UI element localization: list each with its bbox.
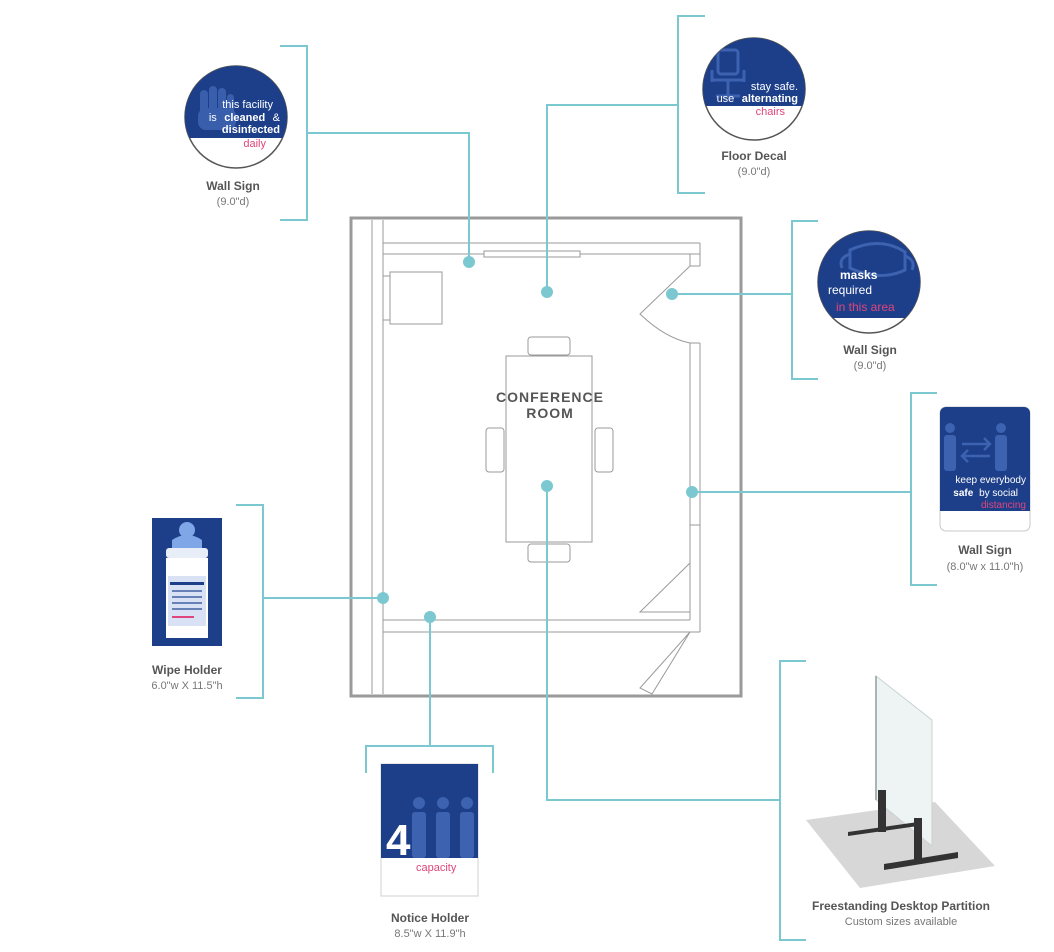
chair-left (485, 427, 505, 473)
wall-sign-3: keep everybody safe by social distancing… (939, 406, 1031, 573)
connector-wall-sign-1 (280, 45, 470, 262)
floor-plan: CONFERENCE ROOM (349, 216, 743, 698)
partition: Freestanding Desktop Partition Custom si… (806, 674, 995, 928)
dot-wall-sign-2 (666, 288, 678, 300)
dot-partition (541, 480, 553, 492)
fd-text-line2: use alternating (717, 89, 798, 106)
chair-right (594, 427, 614, 473)
ws2-title: Wall Sign (843, 343, 897, 357)
distancing-people-icon (944, 423, 1007, 471)
connector-notice-holder (365, 617, 494, 773)
connector-wipe-holder (236, 504, 383, 699)
wipe-size: 6.0"w X 11.5"h (151, 680, 222, 692)
ws1-title: Wall Sign (206, 179, 260, 193)
connector-partition (546, 486, 806, 941)
chair-top (527, 336, 571, 356)
connectors (236, 15, 937, 941)
conference-table (505, 355, 593, 543)
ws1-size: (9.0"d) (217, 196, 250, 208)
wipe-title: Wipe Holder (152, 663, 222, 677)
ws1-text-line1: this facility (222, 99, 273, 111)
partition-size: Custom sizes available (845, 916, 958, 928)
ws2-text-line1: masks (840, 268, 878, 282)
dot-wall-sign-3 (686, 486, 698, 498)
ws3-size: (8.0"w x 11.0"h) (947, 561, 1024, 573)
side-table-trim (382, 275, 391, 321)
connector-dots (377, 256, 698, 623)
ws2-text-line3: in this area (836, 300, 895, 314)
floor-decal: stay safe. use alternating chairs Floor … (702, 37, 806, 178)
chair-icon (710, 48, 746, 98)
connector-wall-sign-2 (672, 220, 818, 380)
ws3-text-line1: keep everybody (955, 475, 1026, 486)
notice-holder: 4 capacity Notice Holder 8.5"w X 11.9"h (380, 763, 479, 940)
ws2-text-line2: required (828, 283, 872, 297)
ws1-text-line2: is cleaned & (209, 108, 281, 125)
ws3-text-line3: distancing (981, 500, 1026, 511)
dot-wall-sign-1 (463, 256, 475, 268)
door-swing-bottom (639, 631, 691, 695)
partition-title: Freestanding Desktop Partition (812, 899, 990, 913)
notice-title: Notice Holder (391, 911, 469, 925)
dot-floor-decal (541, 286, 553, 298)
ws3-title: Wall Sign (958, 543, 1012, 557)
connector-floor-decal (546, 15, 705, 292)
mask-icon (839, 242, 915, 277)
wipe-canister-icon (166, 522, 208, 638)
door-swing-top (639, 265, 691, 344)
wall-sign-2: masks required in this area Wall Sign (9… (817, 230, 921, 372)
fd-text-line3: chairs (756, 106, 786, 118)
wall-sign-1: this facility is cleaned & disinfected d… (184, 65, 288, 208)
corner-cabinet (638, 561, 691, 613)
room-label-line2: ROOM (526, 405, 574, 421)
whiteboard (483, 250, 581, 258)
people-icon (412, 797, 474, 858)
hand-icon (198, 86, 236, 130)
ws2-size: (9.0"d) (854, 360, 887, 372)
partition-icon (806, 674, 995, 888)
ws3-text-line2: safe by social (953, 488, 1018, 499)
fd-size: (9.0"d) (738, 166, 771, 178)
fd-title: Floor Decal (721, 149, 786, 163)
notice-number: 4 (386, 816, 411, 865)
room-label-line1: CONFERENCE (496, 389, 604, 405)
chair-bottom (527, 543, 571, 563)
connector-wall-sign-3 (692, 392, 937, 586)
notice-size: 8.5"w X 11.9"h (394, 928, 465, 940)
dot-wipe-holder (377, 592, 389, 604)
wipe-holder: Wipe Holder 6.0"w X 11.5"h (151, 518, 223, 692)
fd-text-line1: stay safe. (751, 81, 798, 93)
notice-caption: capacity (416, 862, 457, 874)
ws1-text-line4: daily (243, 138, 266, 150)
dot-notice-holder (424, 611, 436, 623)
side-table (389, 271, 443, 325)
ws1-text-line3: disinfected (222, 124, 280, 136)
